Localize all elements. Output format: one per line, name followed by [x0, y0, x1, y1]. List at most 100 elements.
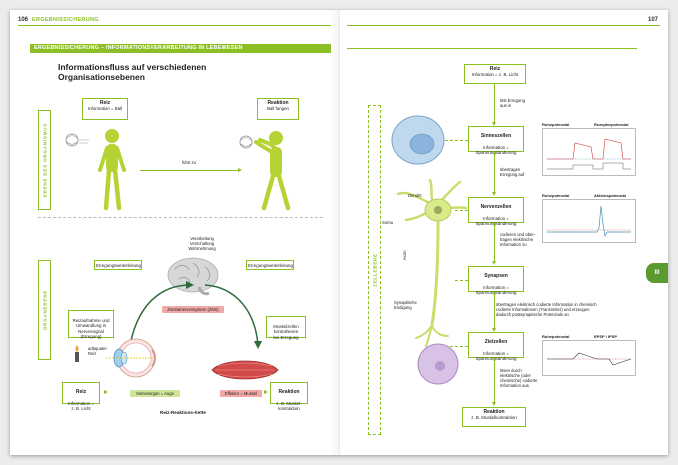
- flow-line-2: [494, 152, 495, 194]
- connector-synapse: [455, 280, 468, 281]
- figure-catching-icon: [239, 131, 291, 211]
- reaktion2-text: z. B. Muskel- kontraktion: [276, 400, 302, 411]
- erregung-left-text: Erregungsweiterleitung: [96, 263, 141, 268]
- graph-receptor-potential: [542, 128, 636, 176]
- uebertragen-chem-label: übertragen elektrisch codierte Informati…: [496, 302, 597, 317]
- organism-arrow-head: [238, 168, 242, 172]
- dendrit-label: Dendrit: [408, 193, 422, 198]
- graph-action-potential: [542, 199, 636, 243]
- flow-line-4: [494, 292, 495, 330]
- synapsen-title: Synapsen: [484, 273, 508, 280]
- candle-icon: [75, 345, 79, 362]
- zielzellen-title: Zielzellen: [484, 339, 508, 346]
- graph3-left-label: Ruhepotenzial: [542, 334, 570, 339]
- header-rule-left: [18, 25, 331, 26]
- flow-line-1: [494, 84, 495, 124]
- muscle-icon: [211, 360, 279, 380]
- organism-arrow-line: [140, 170, 240, 171]
- reiz-box-text: Information = Ball: [87, 106, 123, 112]
- connector-zielzelle: [440, 346, 468, 347]
- gutter-shadow: [330, 10, 340, 455]
- nervenzellen-box: Nervenzellen Information = Spannungsände…: [468, 197, 524, 226]
- chain-caption: Reiz-Reaktions-Kette: [160, 410, 206, 415]
- erregung-right-box: Erregungsweiterleitung: [246, 260, 294, 270]
- reaktion-box-title: Reaktion: [267, 100, 289, 106]
- flow-line-5: [494, 358, 495, 404]
- reaktion-box: Reaktion Ball fangen: [257, 98, 299, 120]
- reaktion2-box: Reaktion z. B. Muskel- kontraktion: [270, 382, 308, 411]
- level-divider: [38, 217, 323, 218]
- chapter-tab: III: [646, 263, 668, 283]
- gutter-line: [339, 10, 340, 455]
- graph2-right-label: Aktionspotenzial: [594, 193, 627, 198]
- nervenzellen-title: Nervenzellen: [480, 204, 512, 211]
- reizaufnahme-box: Reizaufnahme und Umwandlung in Nervensig…: [68, 310, 114, 339]
- graph1-right-label: Rezeptorpotenzial: [594, 122, 629, 127]
- flow-arrow-1: [491, 122, 496, 126]
- epsp-ipsp-trace: [547, 352, 632, 366]
- sinneszellen-title: Sinneszellen: [480, 133, 512, 140]
- title-line-2: Organisationsebenen: [58, 72, 145, 82]
- muskelzellen-box: Muskelzellen kontrahieren bei Erregung: [266, 316, 306, 340]
- reiz2-title: Reiz: [75, 389, 87, 396]
- zns-label: Zentralnervensystem (ZNS): [162, 306, 224, 313]
- side-tab-organ: ORGANEBENE: [38, 260, 51, 360]
- flow-arrow-4: [491, 328, 496, 332]
- flow-arrow-2: [491, 192, 496, 196]
- reiz2-box: Reiz Information = z. B. Licht: [62, 382, 100, 411]
- side-tab-cell-label: ZELLEBENE: [372, 253, 377, 287]
- reaktion-box-text: Ball fangen: [267, 106, 289, 112]
- right-page-number: 107: [648, 17, 659, 23]
- codieren-label: codieren und über- tragen elektrische In…: [500, 232, 536, 247]
- fuehrt-zu-label: führt zu: [182, 160, 196, 165]
- uebertragen-label: übertragen Erregung auf: [500, 167, 525, 177]
- title-line-1: Informationsfluss auf verschiedenen: [58, 62, 207, 72]
- receptor-potential-trace: [547, 138, 631, 170]
- graph2-left-label: Ruhepotenzial: [542, 193, 570, 198]
- muskelzellen-text: Muskelzellen kontrahieren bei Erregung: [273, 324, 299, 340]
- header-rule-right: [347, 25, 660, 26]
- graph-epsp-ipsp: [542, 340, 636, 376]
- loesen-durch-label: lösen durch elektrische (oder chemische)…: [500, 368, 538, 388]
- left-page-number: 106: [18, 17, 29, 23]
- action-potential-trace: [547, 205, 631, 238]
- arrow-reiz-organ: [104, 390, 108, 394]
- graph1-left-label: Ruhepotenzial: [542, 122, 570, 127]
- arrow-effektor-reaktion: [264, 390, 268, 394]
- neuron-illustration: [391, 115, 468, 385]
- cell-reiz-text: Information = z. B. Licht: [471, 72, 519, 78]
- running-head: ERGEBNISSICHERUNG: [32, 17, 99, 23]
- loest-aus-label: löst Erregung aus in: [500, 98, 525, 108]
- synapsen-text: Information = Spannungsänderung: [475, 284, 517, 295]
- cell-reiz-box: Reiz Information = z. B. Licht: [464, 64, 526, 84]
- flow-line-3: [494, 223, 495, 263]
- side-tab-organ-label: ORGANEBENE: [42, 289, 47, 331]
- reflex-arc: [129, 281, 262, 349]
- zielzellen-text: Information = Spannungsänderung: [475, 350, 517, 361]
- sinneszellen-text: Information = Spannungsänderung: [475, 144, 517, 155]
- erregung-right-text: Erregungsweiterleitung: [248, 263, 293, 268]
- section-bar: ERGEBNISSICHERUNG – INFORMATIONSVERARBEI…: [30, 44, 331, 53]
- nervenzellen-text: Information = Spannungsänderung: [475, 215, 517, 226]
- book-spread: 106 ERGEBNISSICHERUNG 107 ERGEBNISSICHER…: [10, 10, 668, 455]
- connector-nervenzelle: [455, 210, 468, 211]
- reiz2-text: Information = z. B. Licht: [68, 400, 94, 411]
- side-tab-organism: EBENE DES ORGANISMUS: [38, 110, 51, 210]
- synapsen-box: Synapsen Information = Spannungsänderung: [468, 266, 524, 295]
- cell-reaktion-text: z. B. Muskelkontraktion: [471, 415, 517, 421]
- page-title: Informationsfluss auf verschiedenen Orga…: [58, 62, 206, 82]
- eye-icon: [106, 338, 156, 378]
- reaktion2-title: Reaktion: [278, 389, 300, 396]
- reizaufnahme-text: Reizaufnahme und Umwandlung in Nervensig…: [72, 318, 110, 339]
- graph3-right-label: EPSP / IPSP: [594, 334, 618, 339]
- cell-reaktion-box: Reaktion z. B. Muskelkontraktion: [462, 407, 526, 427]
- connector-sinneszelle: [440, 140, 468, 141]
- flow-arrow-5: [491, 402, 496, 406]
- flow-arrow-3: [491, 261, 496, 265]
- synaptische-endigung-label: Synaptische Endigung: [394, 300, 417, 310]
- cell-reaktion-title: Reaktion: [483, 409, 505, 415]
- side-tab-cell: ZELLEBENE: [368, 105, 381, 435]
- cell-reiz-title: Reiz: [489, 66, 501, 72]
- soma-label: Soma: [382, 220, 393, 225]
- brain-icon: [167, 257, 219, 296]
